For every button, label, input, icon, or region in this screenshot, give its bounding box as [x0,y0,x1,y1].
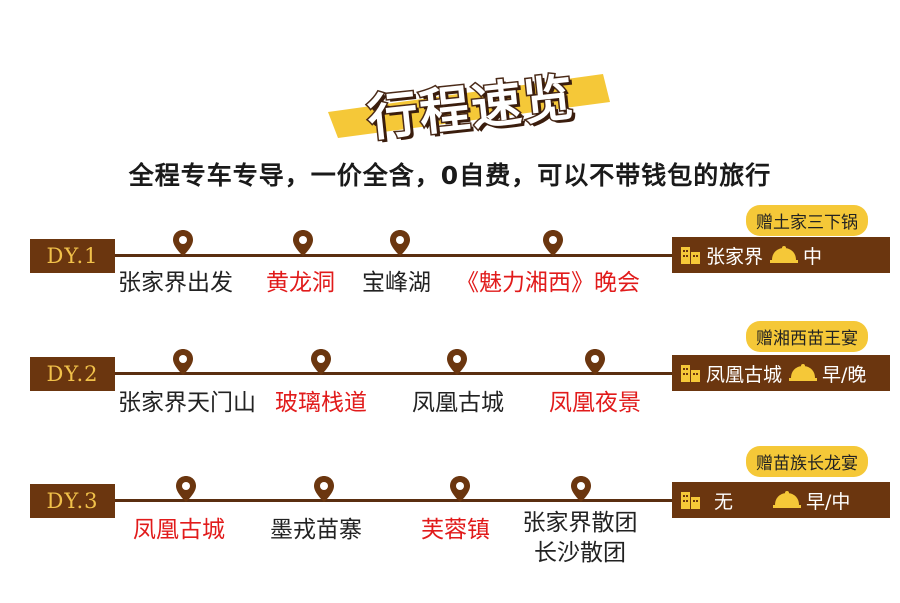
day-badge: DY.3 [30,484,115,518]
subtitle: 全程专车专导，一价全含，0自费，可以不带钱包的旅行 [128,161,772,190]
hotel-location: 张家界 [706,245,764,268]
hotel-building-icon [681,492,700,509]
meal-cloche-icon [773,491,801,508]
timeline-line [115,254,675,257]
stop-label: 长沙散团 [534,540,626,566]
meal-info: 早/中 [806,490,851,513]
day-badge: DY.1 [30,239,115,273]
day-1-row: 赠土家三下锅 DY.1 张家界出发 黄龙洞 宝峰湖 《魅力湘西》晚会 张家界 中 [0,205,900,355]
stop-label: 墨戎苗寨 [270,517,362,543]
location-pin-icon [176,476,196,502]
stop-label-highlight: 玻璃栈道 [275,390,367,416]
stop-label-highlight: 凤凰夜景 [549,390,641,416]
day-badge: DY.2 [30,357,115,391]
location-pin-icon [390,230,410,256]
location-pin-icon [543,230,563,256]
meal-cloche-icon [789,364,818,381]
stop-label: 张家界天门山 [118,390,256,416]
location-pin-icon [450,476,470,502]
meal-info: 中 [803,245,823,268]
hotel-location: 无 [714,490,734,513]
stop-label-highlight: 《魅力湘西》晚会 [456,270,640,296]
location-pin-icon [585,349,605,375]
meal-info: 早/晚 [822,363,867,386]
stop-label: 张家界散团 [522,510,638,536]
location-pin-icon [173,349,193,375]
lodging-meal-bar: 张家界 中 [672,237,890,273]
day-3-row: 赠苗族长龙宴 DY.3 凤凰古城 墨戎苗寨 芙蓉镇 张家界散团 长沙散团 无 早… [0,446,900,596]
stop-label-highlight: 凤凰古城 [133,517,225,543]
location-pin-icon [571,476,591,502]
stop-label: 宝峰湖 [362,270,431,296]
stop-label: 凤凰古城 [412,390,504,416]
stop-label-highlight: 芙蓉镇 [421,517,490,543]
title-yellow-brush-shape [328,74,610,138]
stop-label: 张家界出发 [118,270,233,296]
location-pin-icon [173,230,193,256]
location-pin-icon [293,230,313,256]
stop-label-group: 张家界散团 长沙散团 [512,508,648,568]
location-pin-icon [447,349,467,375]
timeline-line [115,372,675,375]
title-banner: 行程速览 [318,34,618,149]
location-pin-icon [314,476,334,502]
gift-tag: 赠土家三下锅 [746,205,868,236]
stop-label-highlight: 黄龙洞 [266,270,335,296]
gift-tag: 赠苗族长龙宴 [746,446,868,477]
gift-tag: 赠湘西苗王宴 [746,321,868,352]
timeline-line [115,499,675,502]
lodging-meal-bar: 凤凰古城 早/晚 [672,355,890,391]
day-2-row: 赠湘西苗王宴 DY.2 张家界天门山 玻璃栈道 凤凰古城 凤凰夜景 凤凰古城 早… [0,321,900,471]
hotel-building-icon [681,365,700,382]
hotel-building-icon [681,247,700,264]
hotel-location: 凤凰古城 [706,363,783,386]
location-pin-icon [311,349,331,375]
lodging-meal-bar: 无 早/中 [672,482,890,518]
meal-cloche-icon [770,246,799,263]
